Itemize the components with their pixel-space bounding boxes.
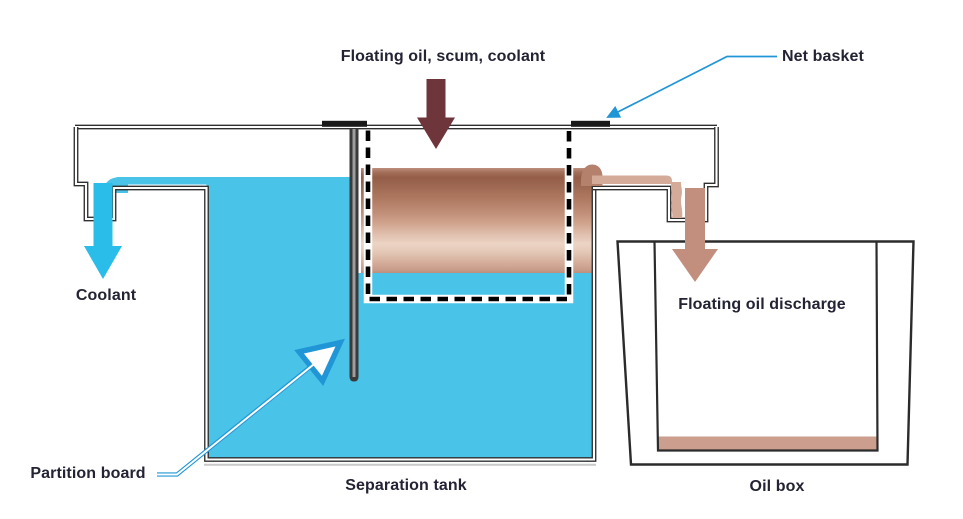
oil-stream-drip: [670, 182, 683, 218]
label-oil-box: Oil box: [749, 478, 805, 495]
net-basket-leader-line: [606, 55, 777, 118]
net-basket-casing: [363, 130, 574, 304]
coolant-out-arrow: [84, 183, 122, 279]
oil-box-structure: [616, 240, 915, 466]
oil-box-oil-layer: [657, 436, 877, 450]
label-net-basket: Net basket: [782, 48, 864, 65]
label-partition-board: Partition board: [30, 465, 146, 482]
floating-oil-layer: [360, 168, 593, 273]
label-inflow: Floating oil, scum, coolant: [340, 48, 546, 65]
oil-stream-on-channel: [592, 175, 672, 184]
oil-discharge-arrow: [672, 188, 718, 282]
net-basket-dashed-outline: [363, 130, 574, 304]
tank-structure: [73, 124, 719, 466]
tank-left-wall-core: [74, 127, 596, 461]
oil-box-inner: [653, 241, 879, 452]
oil-box-outer: [616, 240, 915, 466]
label-floating-oil-discharge: Floating oil discharge: [678, 296, 846, 313]
partition-oil-gap: [357, 168, 361, 273]
net-basket-right-tab: [571, 120, 610, 127]
label-coolant: Coolant: [75, 287, 137, 304]
partition-board-leader-line: [157, 338, 345, 477]
partition-leader-core: [157, 347, 335, 476]
inflow-arrow: [417, 79, 455, 149]
tank-right-channel-core: [593, 127, 718, 222]
net-basket-left-tab: [322, 120, 367, 127]
label-separation-tank: Separation tank: [345, 477, 467, 494]
